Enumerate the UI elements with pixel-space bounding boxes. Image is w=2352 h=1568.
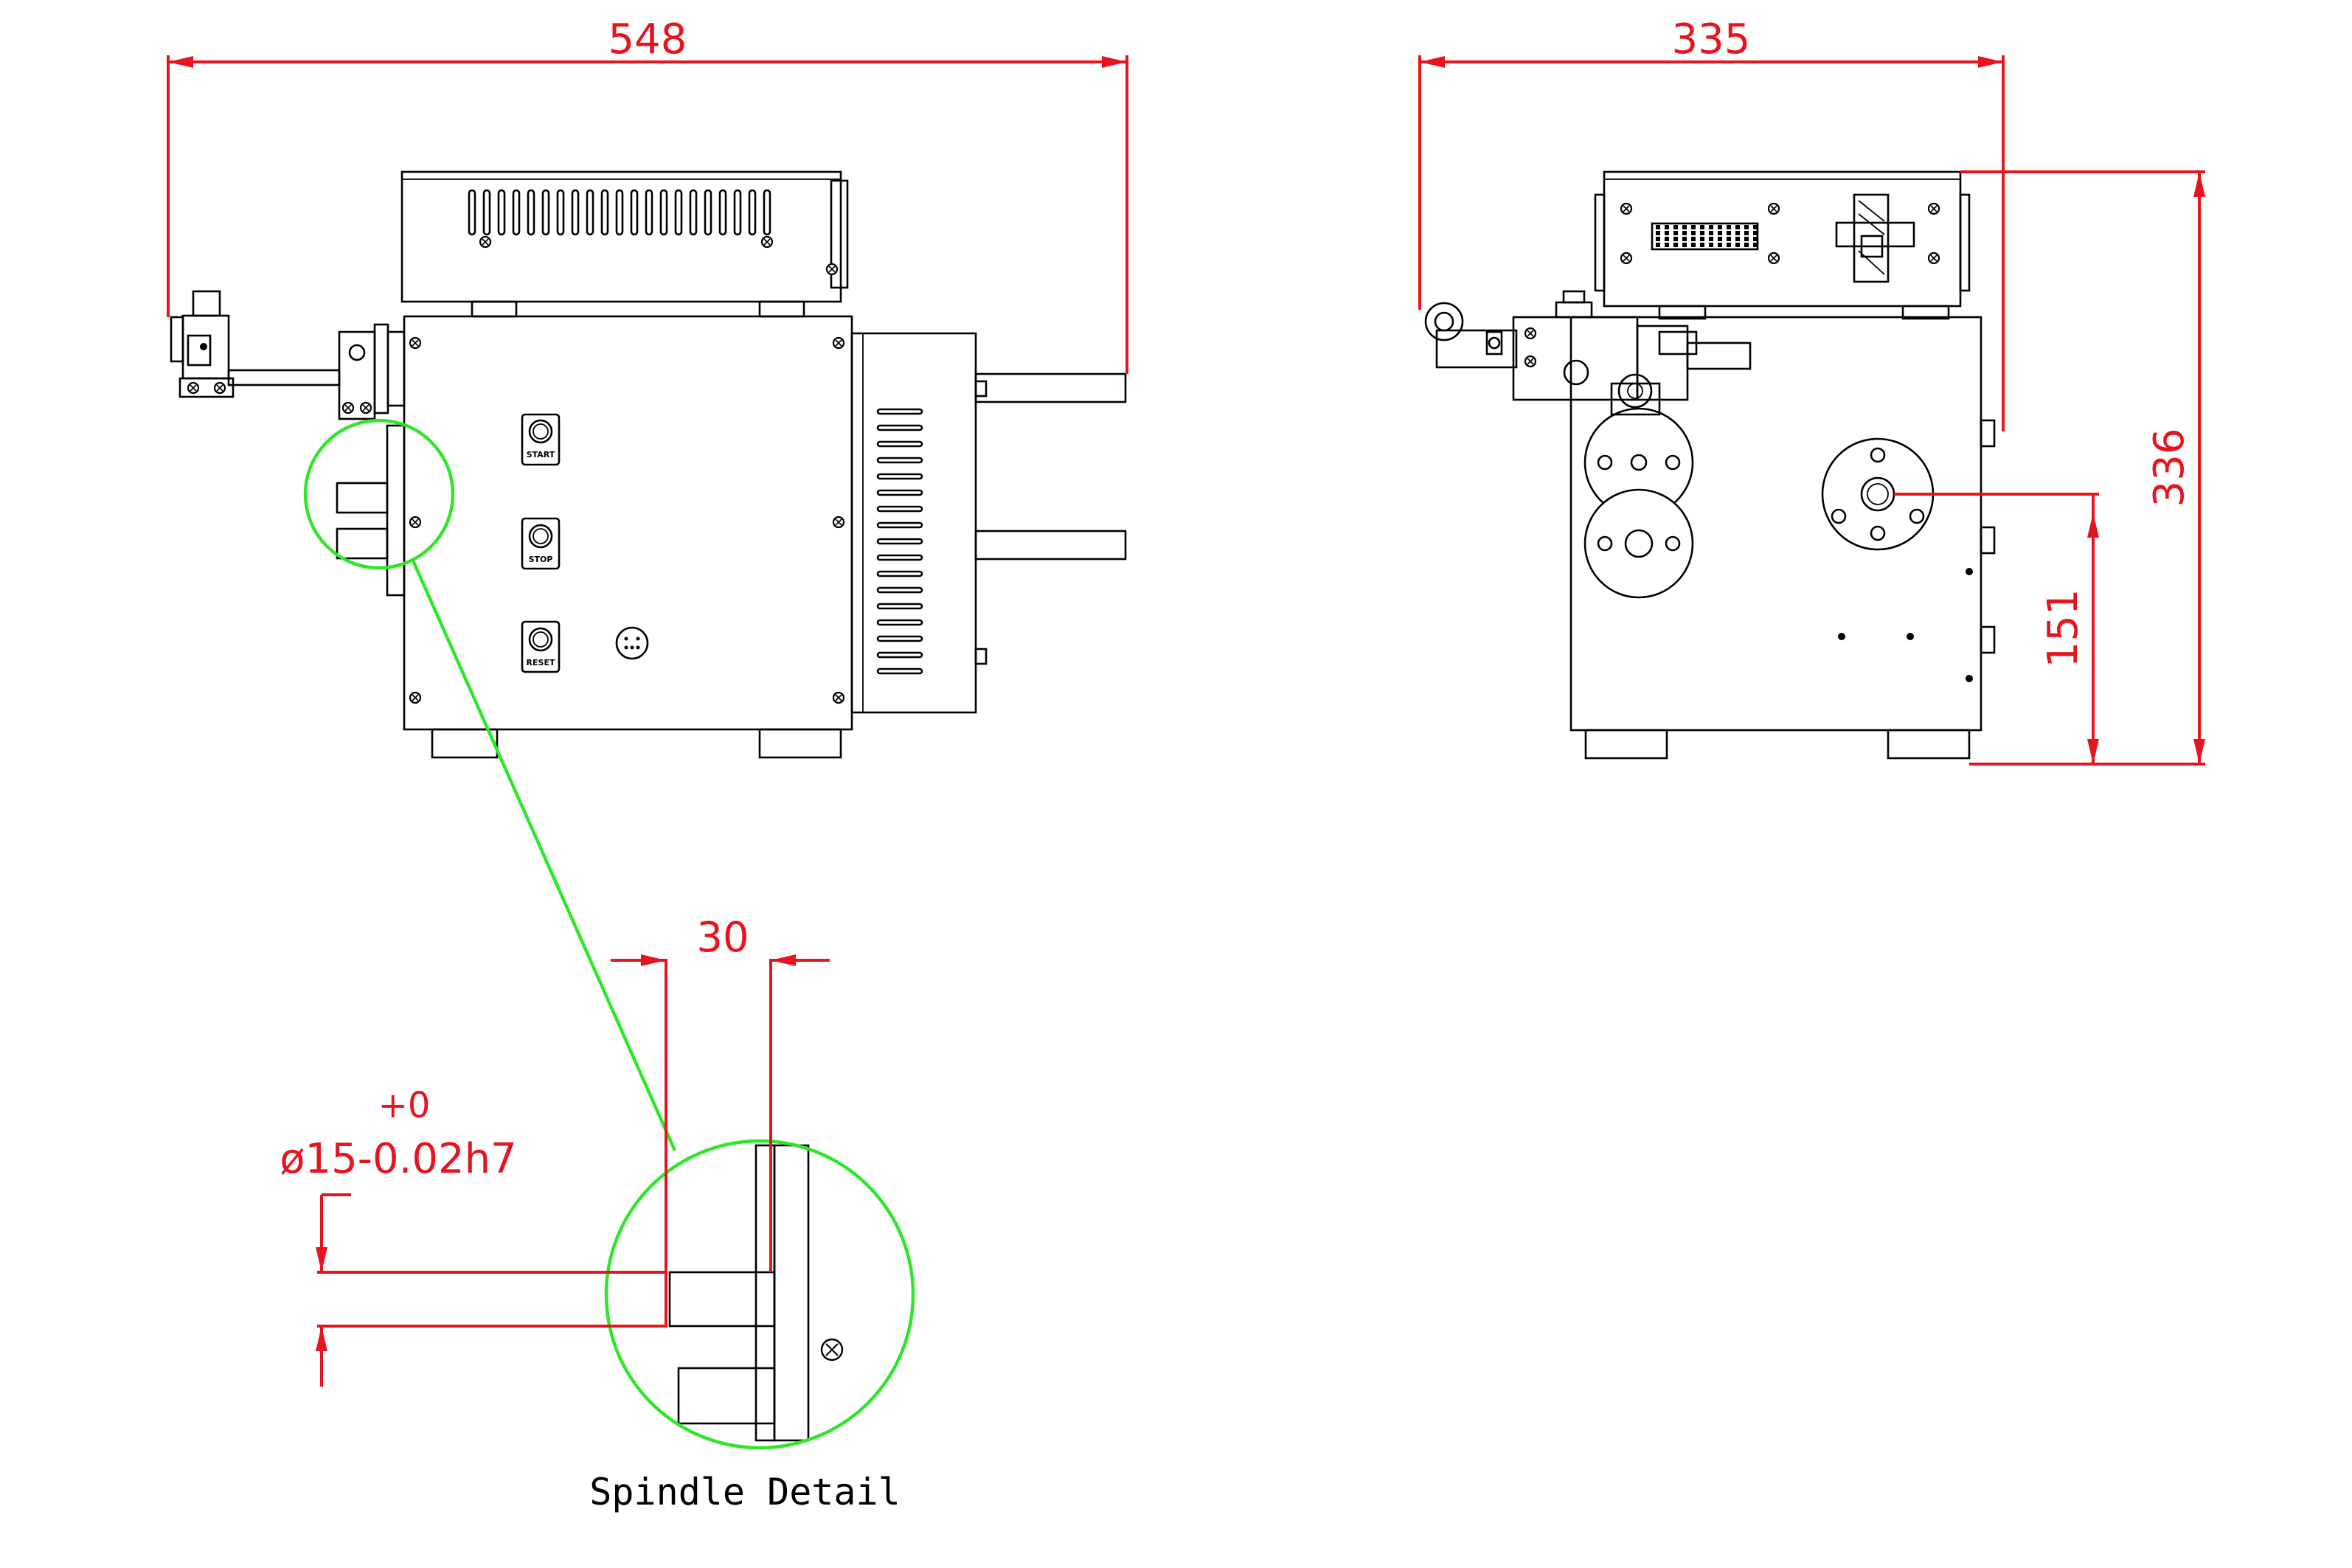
dimension-width-548-label: 548 [608,15,687,63]
detail-leader-line [411,560,677,1151]
stop-button: STOP [521,517,561,570]
front-controller-vents [468,189,771,236]
detail-circle [604,1139,915,1450]
spindle-detail: 30 +0 ø15-0.02h7 Spindle Detail [280,560,915,1513]
front-controller-box [400,170,849,318]
dimension-width-335-label: 335 [1672,15,1751,63]
reset-button: RESET [521,620,561,673]
side-view [1424,170,1996,760]
dimension-spindle-diameter: +0 ø15-0.02h7 [280,1085,667,1387]
front-rear-shaft-lower [974,530,1127,561]
detail-callout-circle [303,418,455,570]
front-guide-arm [170,290,406,597]
detail-parts [668,1144,844,1442]
side-rollers [1583,407,1694,599]
front-view: START STOP RESET [170,170,1127,759]
dimension-spindle-30-label: 30 [696,914,749,962]
dimension-height-336-label: 336 [2145,429,2193,507]
start-button-label: START [527,450,555,459]
dimension-height-151-label: 151 [2039,589,2087,668]
start-button: START [521,413,561,466]
lcd-display [1651,222,1759,251]
side-main-body [1569,316,1996,760]
front-vent-panel [850,332,988,714]
dimension-width-335: 335 [1418,15,2005,431]
front-rear-shaft-upper [974,372,1127,403]
diameter-spec-label: ø15-0.02h7 [280,1135,517,1183]
side-controller-knob [1835,193,1915,283]
connector-socket [615,626,649,660]
detail-caption: Spindle Detail [589,1471,900,1513]
tolerance-upper-label: +0 [378,1085,431,1126]
dimension-spindle-30: 30 [611,914,830,1326]
dimension-height-151: 151 [1894,493,2099,764]
reset-button-label: RESET [527,658,555,667]
dimension-height-336: 336 [1960,170,2205,766]
dimension-width-548: 548 [167,15,1128,374]
side-controller-box [1594,170,1971,320]
stop-button-label: STOP [529,555,553,564]
side-guide-mechanism [1424,290,1752,416]
